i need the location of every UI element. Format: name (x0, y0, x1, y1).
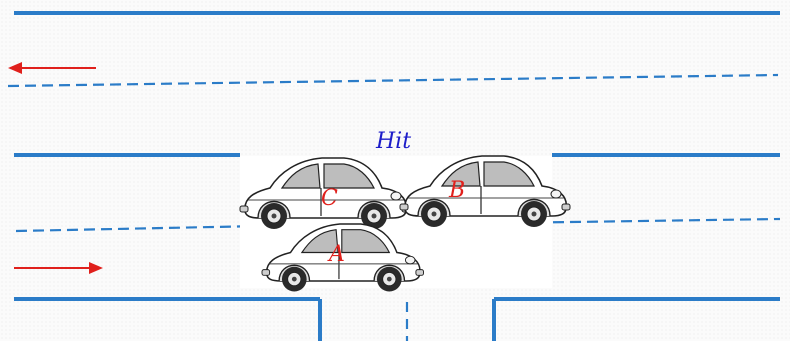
hit-label: Hit (376, 129, 412, 154)
arrow-left-icon (8, 62, 96, 74)
lane-divider-upper (7, 73, 779, 88)
car-c-label: C (321, 186, 338, 211)
car-a-label: A (329, 242, 345, 267)
lane-divider-lower-left (15, 224, 263, 233)
arrow-right-icon (14, 262, 103, 274)
car-b-label: B (449, 178, 466, 203)
